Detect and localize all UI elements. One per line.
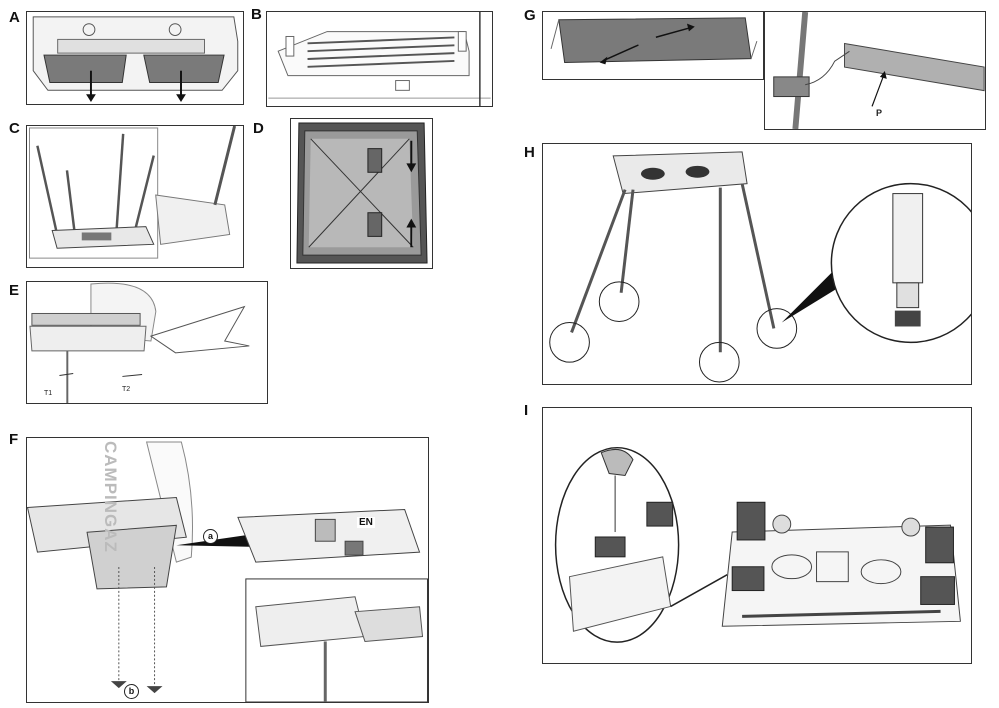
panel-c-legs [26,125,244,268]
step-label-g: G [524,7,536,24]
callout-a: a [203,529,218,544]
step-label-f: F [9,431,19,448]
step-label-a: A [9,9,20,26]
step-label-h: H [524,144,535,161]
step-label-b: B [251,6,262,23]
panel-a-remove-trays [26,11,244,105]
panel-c-illustration [29,126,237,259]
panel-b-frame [266,11,493,107]
panel-h-legs [542,143,972,385]
panel-e-illustration [29,282,250,403]
callout-en: EN [357,517,375,528]
panel-i-bottom [542,407,972,664]
step-label-d: D [253,120,264,137]
step-label-e: E [9,282,20,299]
panel-b-illustration [268,12,491,106]
panel-d-illustration [296,122,428,264]
callout-t2: T2 [122,386,131,393]
step-label-i: I [524,402,529,419]
step-label-c: C [9,120,20,137]
panel-g-detail-illustration [773,12,985,129]
panel-h-illustration [549,151,971,383]
panel-e-side-table [26,281,268,404]
callout-p: P [876,108,883,118]
panel-d-underside [290,118,433,269]
panel-a-illustration [32,16,239,103]
panel-f-shelf [26,437,429,703]
panel-g-plate [542,11,764,80]
panel-g-detail [764,11,986,130]
panel-i-illustration [554,446,961,643]
panel-g-plate-illustration [550,17,758,65]
callout-t1: T1 [44,390,53,397]
brand-lettering: CAMPINGAZ [101,441,120,553]
panel-f-illustration [27,441,428,702]
callout-b: b [124,684,139,699]
